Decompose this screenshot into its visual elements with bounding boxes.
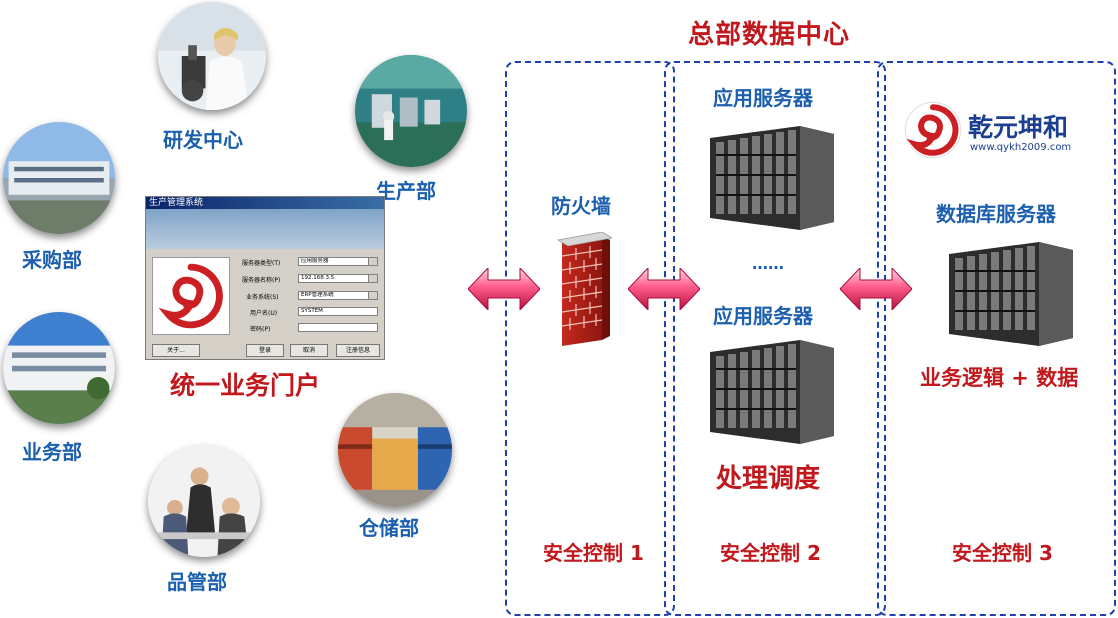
dept-label-rd: 研发中心 — [163, 128, 243, 152]
app-server-rack-bottom — [710, 340, 834, 444]
dept-label-business: 业务部 — [22, 440, 82, 464]
field-label-business-system: 业务系统(S) — [246, 294, 279, 301]
field-label-server-type: 服务器类型(T) — [242, 260, 281, 267]
field-label-server-name: 服务器名称(P) — [242, 277, 281, 284]
password-input[interactable] — [298, 323, 378, 332]
brand-url: www.qykh2009.com — [970, 142, 1072, 153]
about-button[interactable]: 关于... — [152, 344, 200, 357]
double-arrow-1 — [468, 268, 540, 310]
username-input[interactable]: SYSTEM — [298, 307, 378, 316]
portal-caption: 统一业务门户 — [170, 371, 321, 400]
server-name-select[interactable]: 192.168.3.5 — [298, 274, 378, 283]
business-system-value: ERP管理系统 — [301, 292, 334, 298]
dept-label-production: 生产部 — [376, 179, 436, 203]
server-name-value: 192.168.3.5 — [301, 275, 335, 281]
dept-label-quality: 品管部 — [167, 570, 227, 594]
portal-banner — [146, 209, 384, 249]
db-server-rack — [949, 242, 1073, 346]
username-value: SYSTEM — [301, 308, 323, 314]
chevron-down-icon — [368, 258, 377, 265]
double-arrow-2 — [628, 268, 700, 310]
business-system-select[interactable]: ERP管理系统 — [298, 291, 378, 300]
server-type-select[interactable]: 应用服务器 — [298, 257, 378, 266]
security-label-2: 安全控制 2 — [720, 541, 821, 565]
security-zone-2 — [664, 61, 886, 616]
firewall-icon — [556, 232, 612, 346]
business-photo — [3, 312, 115, 424]
portal-logo — [152, 257, 230, 335]
security-label-1: 安全控制 1 — [543, 541, 644, 565]
dept-label-purchasing: 采购部 — [22, 248, 82, 272]
quality-photo — [148, 445, 260, 557]
brand-logo-icon — [904, 101, 962, 159]
app-server-caption: 处理调度 — [716, 464, 821, 494]
security-zone-3 — [877, 61, 1116, 616]
warehouse-photo — [338, 393, 452, 507]
purchasing-photo — [3, 122, 115, 234]
field-label-username: 用户名(U) — [250, 310, 278, 317]
login-button[interactable]: 登录 — [246, 344, 284, 357]
app-server-label-top: 应用服务器 — [713, 86, 813, 110]
datacenter-title: 总部数据中心 — [688, 20, 851, 50]
security-label-3: 安全控制 3 — [952, 541, 1053, 565]
db-server-label: 数据库服务器 — [936, 202, 1056, 226]
server-type-value: 应用服务器 — [301, 258, 329, 264]
chevron-down-icon — [368, 275, 377, 282]
rd-photo — [158, 2, 266, 110]
app-server-ellipsis: …… — [752, 254, 784, 273]
brand-name: 乾元坤和 — [968, 113, 1069, 142]
security-zone-1 — [505, 61, 675, 616]
firewall-label: 防火墙 — [551, 194, 611, 218]
production-photo — [355, 55, 467, 167]
portal-window-title: 生产管理系统 — [146, 197, 384, 209]
double-arrow-3 — [840, 268, 912, 310]
app-server-rack-top — [710, 126, 834, 230]
db-caption: 业务逻辑 + 数据 — [920, 366, 1079, 390]
portal-login-window: 生产管理系统 服务器类型(T) 应用服务器 服务器名称(P) 192.168.3… — [145, 196, 385, 360]
cancel-button[interactable]: 取消 — [290, 344, 328, 357]
dept-label-warehouse: 仓储部 — [359, 516, 419, 540]
app-server-label-bottom: 应用服务器 — [713, 304, 813, 328]
field-label-password: 密码(P) — [250, 326, 271, 333]
chevron-down-icon — [368, 292, 377, 299]
register-button[interactable]: 注册信息 — [336, 344, 380, 357]
